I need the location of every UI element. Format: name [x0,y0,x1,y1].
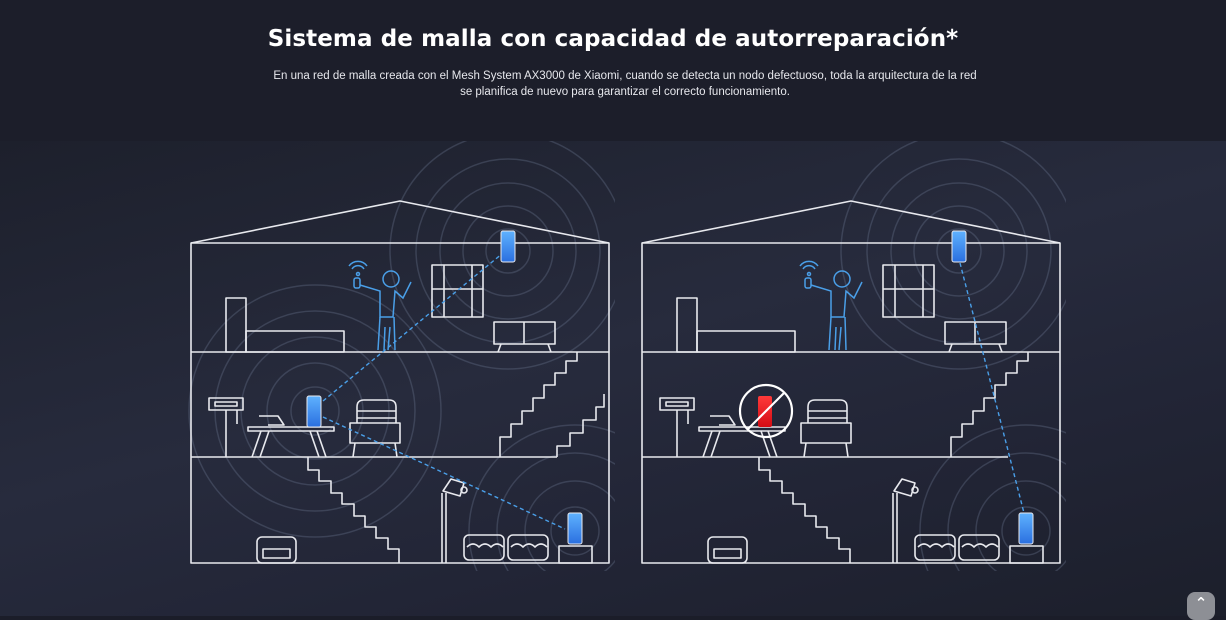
section-description: En una red de malla creada con el Mesh S… [273,70,977,98]
signal-rings [188,141,615,571]
chevron-up-icon: ⌃ [1194,594,1208,612]
back-to-top-button[interactable]: ⌃ [1187,592,1215,620]
mesh-links [959,262,1025,514]
section-title: Sistema de malla con capacidad de autorr… [267,26,959,52]
mesh-self-healed-illustration [641,141,1066,571]
mesh-normal-illustration [188,141,615,571]
person-with-phone-icon [348,260,412,351]
person-with-phone-icon [799,260,863,351]
router-node-basement [567,512,583,545]
prohibited-icon [738,383,794,439]
router-node-middle [306,395,322,428]
router-node-basement [1018,512,1034,545]
router-node-top [951,230,967,263]
router-node-top [500,230,516,263]
mesh-links [322,252,566,530]
section-header: Sistema de malla con capacidad de autorr… [0,0,1226,141]
signal-rings [840,141,1066,571]
illustration-stage [0,141,1226,616]
